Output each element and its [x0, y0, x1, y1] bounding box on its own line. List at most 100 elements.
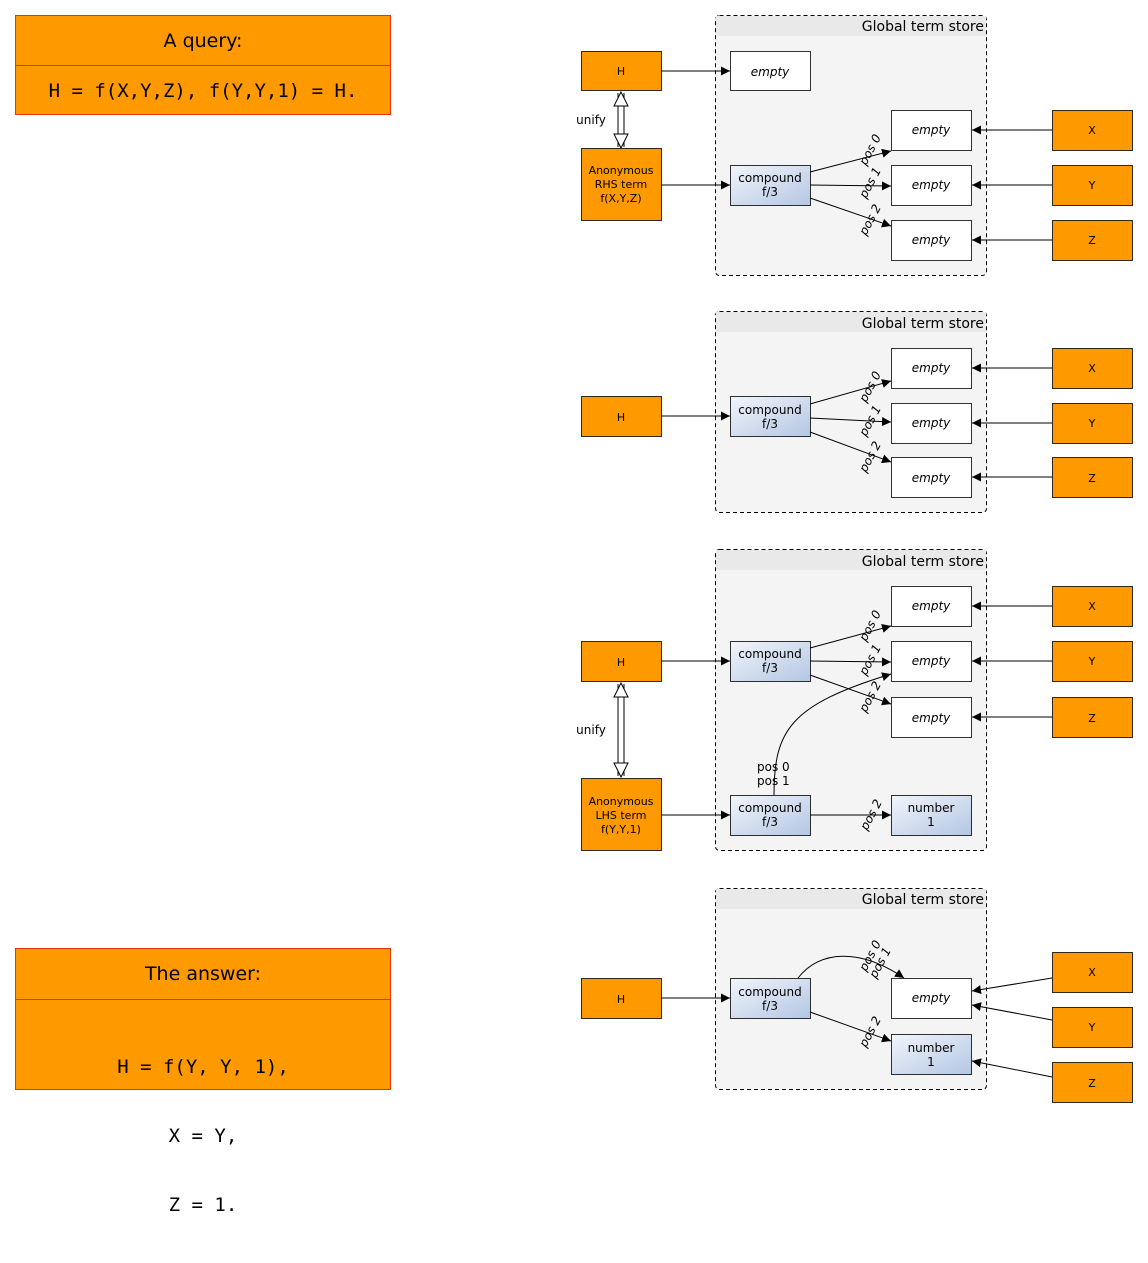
cell-empty-label: empty — [912, 361, 951, 375]
unify-label: unify — [576, 723, 606, 737]
number-value: 1 — [927, 815, 935, 829]
diagram-after-first-unify: Global term store H compound f/3 empty e… — [581, 311, 1133, 513]
number-label: number — [908, 801, 955, 815]
cell-empty-label: empty — [912, 123, 951, 137]
edge — [809, 1011, 892, 1043]
cell-empty-label: empty — [912, 416, 951, 430]
var-z-label: Z — [1088, 1077, 1096, 1090]
var-x-label: X — [1088, 124, 1096, 137]
cell-compound — [730, 641, 811, 682]
query-title: A query: — [16, 16, 390, 66]
cell-empty — [730, 51, 811, 91]
store-label: Global term store — [862, 554, 984, 570]
query-box: A query: H = f(X,Y,Z), f(Y,Y,1) = H. — [15, 15, 391, 115]
store-label: Global term store — [862, 19, 984, 35]
var-h — [581, 641, 662, 682]
cell-number — [891, 1034, 972, 1075]
var-x-label: X — [1088, 600, 1096, 613]
cell-empty — [891, 978, 972, 1019]
cell-empty-label: empty — [912, 233, 951, 247]
pos-label: pos 1 — [757, 774, 790, 788]
cell-empty — [891, 165, 972, 206]
diagram-initial: Global term store H empty unify Anonymou… — [576, 15, 1133, 276]
cell-empty-label: empty — [912, 599, 951, 613]
anon-line: f(X,Y,Z) — [600, 192, 641, 205]
edge — [809, 197, 892, 228]
functor-label: f/3 — [762, 417, 778, 431]
cell-number — [891, 795, 972, 836]
cell-empty — [891, 586, 972, 627]
edge — [809, 417, 892, 427]
anon-line: LHS term — [595, 809, 646, 822]
cell-compound — [730, 396, 811, 437]
var-x-label: X — [1088, 362, 1096, 375]
store-label: Global term store — [862, 892, 984, 908]
cell-empty — [891, 110, 972, 151]
term-store-diagram: Global term store H empty unify Anonymou… — [576, 15, 1133, 1103]
compound-label: compound — [738, 403, 801, 417]
functor-label: f/3 — [762, 815, 778, 829]
anon-line: RHS term — [595, 178, 648, 191]
number-label: number — [908, 1041, 955, 1055]
number-value: 1 — [927, 1055, 935, 1069]
functor-label: f/3 — [762, 661, 778, 675]
edge — [773, 672, 892, 796]
var-h-label: H — [617, 411, 625, 424]
var-y-label: Y — [1088, 179, 1096, 192]
answer-title: The answer: — [16, 949, 390, 1000]
var-h — [581, 978, 662, 1019]
edge — [809, 431, 892, 464]
anon-line: f(Y,Y,1) — [601, 823, 641, 836]
cell-empty-label: empty — [912, 654, 951, 668]
edge — [971, 977, 1053, 994]
cell-compound — [730, 165, 811, 206]
edge — [971, 1058, 1053, 1078]
anon-line: Anonymous — [589, 795, 654, 808]
diagram-final: Global term store H compound f/3 empty n… — [581, 888, 1133, 1103]
edge — [809, 181, 892, 191]
cell-compound — [730, 795, 811, 836]
var-z-label: Z — [1088, 712, 1096, 725]
pos-label: pos 0 — [757, 760, 790, 774]
cell-empty — [891, 403, 972, 444]
var-y-label: Y — [1088, 417, 1096, 430]
var-y — [1052, 403, 1133, 444]
var-x-label: X — [1088, 966, 1096, 979]
compound-label: compound — [738, 801, 801, 815]
var-z — [1052, 1062, 1133, 1103]
compound-label: compound — [738, 171, 801, 185]
cell-empty — [891, 697, 972, 738]
edge — [797, 955, 905, 979]
anon-line: Anonymous — [589, 164, 654, 177]
var-x — [1052, 348, 1133, 389]
var-x — [1052, 586, 1133, 627]
query-text: H = f(X,Y,Z), f(Y,Y,1) = H. — [48, 80, 358, 102]
cell-empty — [891, 457, 972, 498]
var-y — [1052, 165, 1133, 206]
answer-line: H = f(Y, Y, 1), — [117, 1056, 289, 1078]
store-label: Global term store — [862, 316, 984, 332]
cell-empty — [891, 220, 972, 261]
cell-empty-label: empty — [912, 178, 951, 192]
edge — [809, 624, 892, 649]
edge — [809, 657, 892, 667]
var-z-label: Z — [1088, 234, 1096, 247]
compound-label: compound — [738, 985, 801, 999]
var-h-label: H — [617, 65, 625, 78]
var-z — [1052, 220, 1133, 261]
edge — [809, 379, 892, 405]
functor-label: f/3 — [762, 185, 778, 199]
cell-empty-label: empty — [912, 471, 951, 485]
var-y — [1052, 1007, 1133, 1048]
cell-compound — [730, 978, 811, 1019]
diagram-second-unify: Global term store H unify Anonymous LHS … — [576, 549, 1133, 851]
compound-label: compound — [738, 647, 801, 661]
edge — [971, 1002, 1053, 1021]
unify-label: unify — [576, 113, 606, 127]
cell-empty-label: empty — [912, 711, 951, 725]
cell-empty — [891, 641, 972, 682]
var-x — [1052, 110, 1133, 151]
var-x — [1052, 952, 1133, 993]
var-z — [1052, 697, 1133, 738]
anon-lhs-term — [581, 778, 662, 851]
